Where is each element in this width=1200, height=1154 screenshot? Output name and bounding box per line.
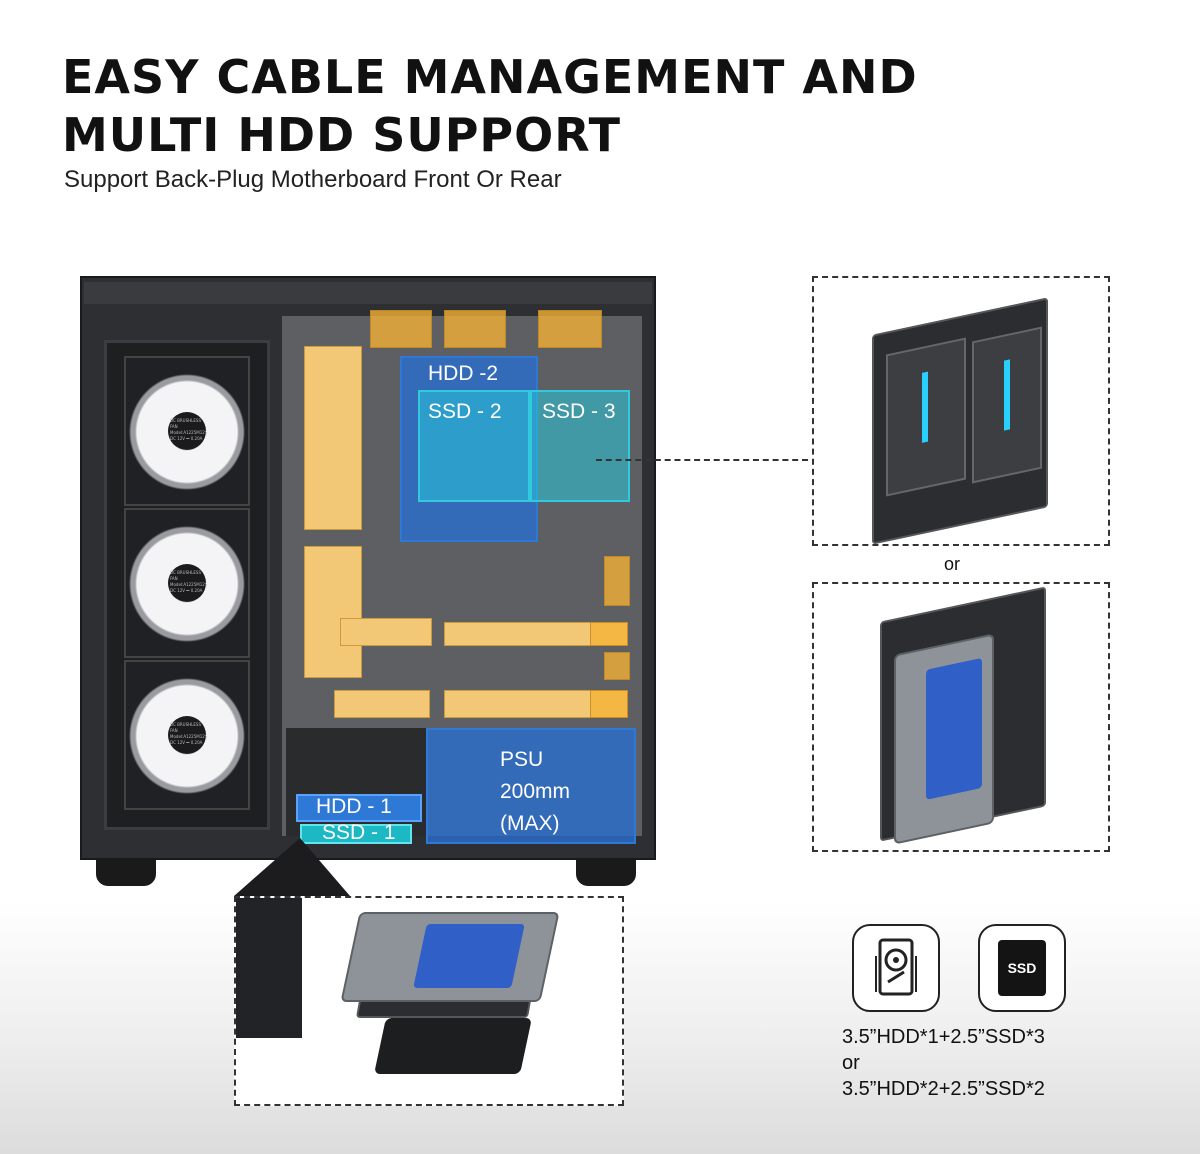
hdd-icon <box>852 924 940 1012</box>
subtitle: Support Back-Plug Motherboard Front Or R… <box>64 166 562 193</box>
psu-label-line3: (MAX) <box>500 812 560 835</box>
cable-hole <box>538 310 602 348</box>
title-line-1: EASY CABLE MANAGEMENT AND <box>62 50 918 104</box>
ssd-3-leader-line <box>596 459 808 461</box>
fan-hub <box>168 564 206 602</box>
ssd-accent <box>1004 359 1010 431</box>
cable-route <box>304 546 362 678</box>
cable-hole <box>370 310 432 348</box>
case-foot-left <box>96 858 156 886</box>
ssd-icon-text: SSD <box>1007 960 1037 976</box>
callout-pointer <box>234 838 350 896</box>
hdd-drive-label <box>413 924 525 988</box>
ssd-under-bracket <box>374 1018 532 1074</box>
hdd-1-zone <box>296 794 422 822</box>
ssd-drive <box>886 337 966 497</box>
ssd-3-label: SSD - 3 <box>542 400 616 423</box>
cable-hole <box>590 690 628 718</box>
cable-route <box>340 618 432 646</box>
title-line-2: MULTI HDD SUPPORT <box>62 108 621 162</box>
ssd-2-zone <box>418 390 530 502</box>
ssd-icon-body <box>998 940 1046 996</box>
hdd-2-label: HDD -2 <box>428 362 499 385</box>
option-separator: or <box>944 554 961 574</box>
ssd-1-zone <box>300 824 412 844</box>
ssd-2-label: SSD - 2 <box>428 400 502 423</box>
cable-hole <box>604 652 630 680</box>
cable-route <box>304 346 362 530</box>
spec-option-2: 3.5”HDD*2+2.5”SSD*2 <box>842 1078 1045 1100</box>
psu-label: PSU 200mm (MAX) <box>500 744 570 840</box>
psu-zone <box>426 728 636 844</box>
spec-or: or <box>842 1052 860 1074</box>
fan-hub <box>168 716 206 754</box>
cable-hole <box>604 556 630 606</box>
ssd-1-label: SSD - 1 <box>322 821 396 844</box>
case-foot-right <box>576 858 636 886</box>
hdd-drive-label <box>926 657 982 800</box>
fan-hub <box>168 412 206 450</box>
ssd-accent <box>922 371 928 443</box>
case-corner-detail <box>236 898 302 1038</box>
spec-option-1: 3.5”HDD*1+2.5”SSD*3 <box>842 1026 1045 1048</box>
hdd-1-label: HDD - 1 <box>316 795 392 818</box>
hdd-drive <box>894 633 994 845</box>
cable-hole <box>444 310 506 348</box>
page-title: EASY CABLE MANAGEMENT AND MULTI HDD SUPP… <box>62 48 918 164</box>
ssd-3-zone <box>530 390 630 502</box>
case-top-rail <box>84 282 652 304</box>
cable-hole <box>590 622 628 646</box>
psu-label-line1: PSU <box>500 748 544 771</box>
psu-label-line2: 200mm <box>500 780 571 803</box>
cable-route <box>334 690 430 718</box>
ssd-drive <box>972 326 1042 484</box>
ssd-icon: SSD <box>978 924 1066 1012</box>
